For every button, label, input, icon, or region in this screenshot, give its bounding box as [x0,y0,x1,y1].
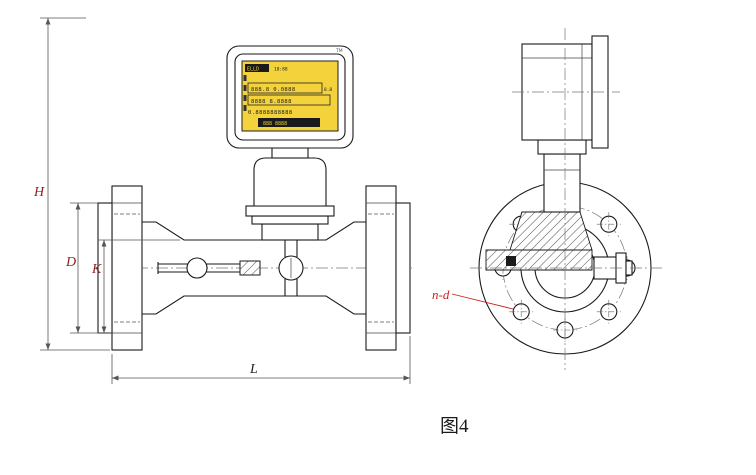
lcd-screen: ELLD 18:88 888.8 0.0888 8.8 8888 8.8888 … [241,60,339,132]
mounting-boss [245,205,335,241]
dimension-H: H [33,17,110,351]
housing-collar [271,147,309,159]
side-view: n-d [432,28,662,370]
side-neck [537,139,587,213]
bolt-hole [596,299,621,324]
section-key-block [506,256,516,266]
bolt-callout-label: n-d [432,287,450,302]
lcd-brand-badge [245,64,269,72]
dimension-D: D [65,202,112,334]
dim-label-H: H [33,185,45,200]
lcd-row-digits: 0.8888888888 [248,110,293,116]
dim-label-D: D [65,255,76,270]
lcd-bottom-bar [258,118,320,127]
lcd-row-1-unit: 8.8 [324,87,332,93]
lcd-value-box-1 [247,82,323,94]
lcd-bottom-text: 888 8888 [263,121,287,127]
lcd-left-annunciators [243,75,247,111]
mounting-section [485,211,593,271]
right-flange [365,185,411,351]
lcd-value-box-2 [247,94,331,106]
display-head: TM ELLD 18:88 888.8 0.0888 8.8 888 [226,45,354,149]
lcd-row-top: 18:88 [274,67,288,73]
lcd-row-1: 888.8 0.0888 [251,87,296,93]
dim-label-K: K [91,262,102,277]
shaft-bearing-section [239,260,261,276]
figure-caption: 图4 [440,416,469,437]
dimension-annotations: H D K L [33,17,411,384]
bolt-hole [509,299,534,324]
lcd-brand-text: ELLD [247,67,259,73]
dimension-K: K [91,239,180,333]
dim-label-L: L [249,362,258,377]
internal-shaft [157,257,261,279]
dimension-L: L [111,336,411,384]
trademark-text: TM [335,48,343,54]
front-view: TM ELLD 18:88 888.8 0.0888 8.8 888 [96,45,412,351]
turbine-rotor [278,240,304,297]
transmitter-housing [253,147,327,207]
bolt-callout: n-d [432,287,514,310]
meter-body [142,221,366,315]
shaft-ball [186,257,208,279]
bolt-hole [596,212,621,237]
lcd-row-2: 8888 8.8888 [251,99,292,105]
left-flange [97,185,143,351]
